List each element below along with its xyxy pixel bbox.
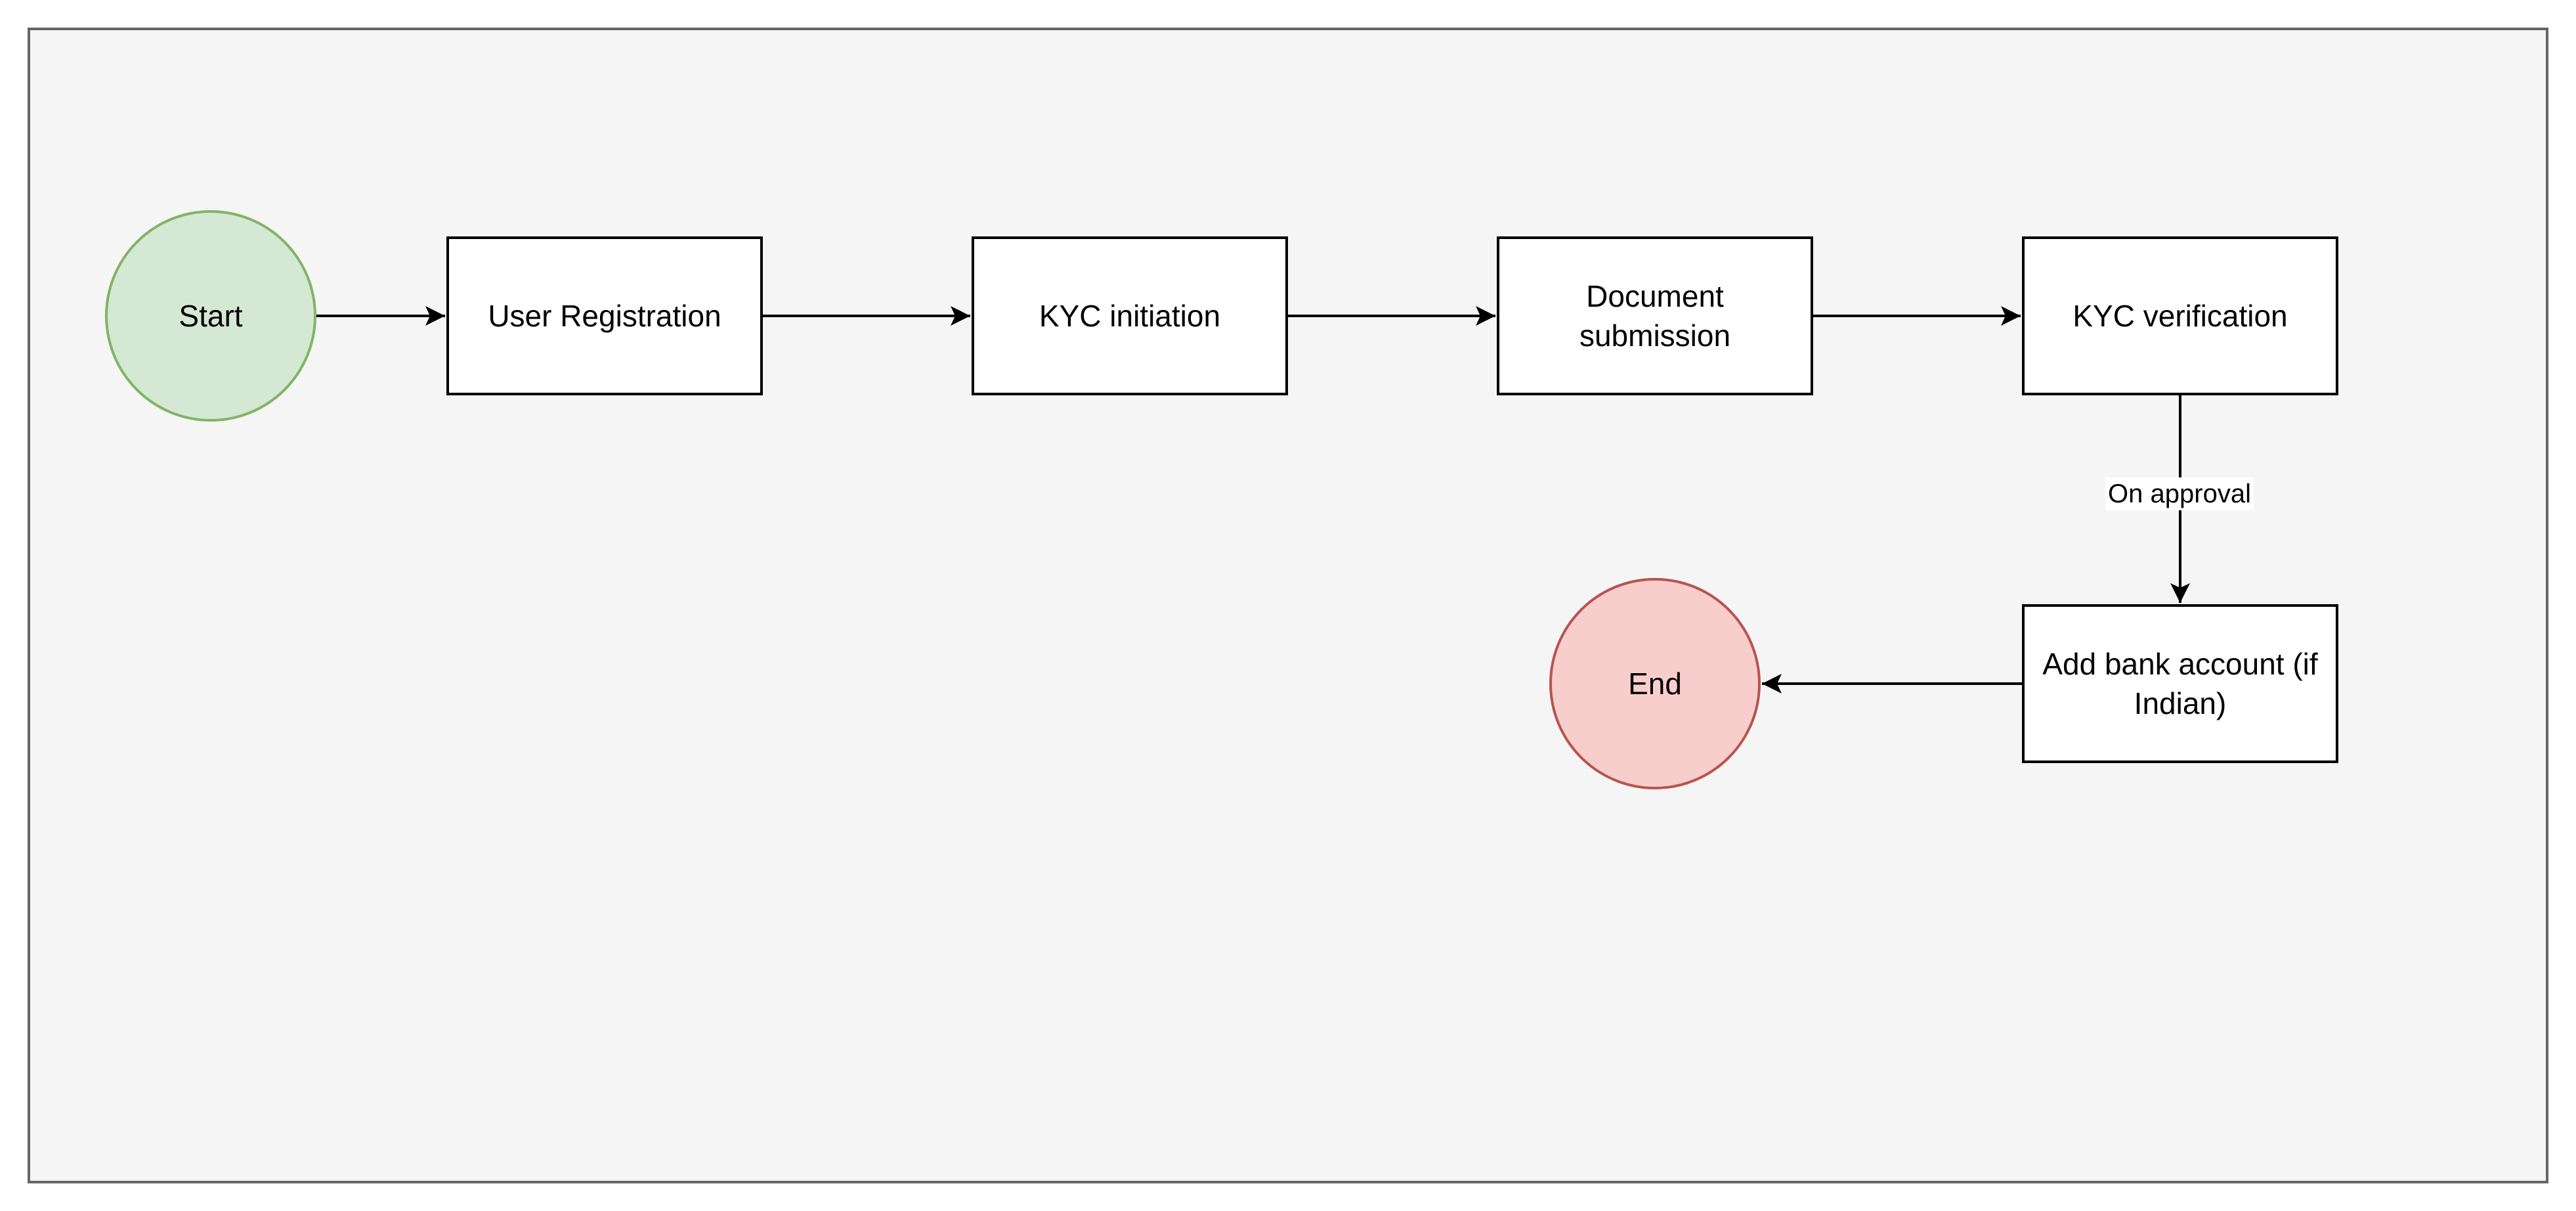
kyc-verification-node[interactable]: KYC verification — [2022, 236, 2338, 395]
kyc-initiation-label: KYC initiation — [1039, 299, 1221, 333]
document-submission-node[interactable]: Document submission — [1497, 236, 1813, 395]
start-node-label: Start — [179, 299, 243, 333]
kyc-initiation-node[interactable]: KYC initiation — [972, 236, 1288, 395]
user-registration-node[interactable]: User Registration — [446, 236, 763, 395]
on-approval-edge-label: On approval — [2105, 477, 2254, 510]
document-submission-label: Document submission — [1579, 279, 1731, 353]
add-bank-account-node[interactable]: Add bank account (if Indian) — [2022, 604, 2338, 763]
start-node[interactable]: Start — [105, 210, 316, 422]
end-node[interactable]: End — [1549, 578, 1761, 789]
end-node-label: End — [1628, 667, 1682, 701]
user-registration-label: User Registration — [488, 299, 721, 333]
add-bank-account-label: Add bank account (if Indian) — [2042, 647, 2318, 720]
kyc-verification-label: KYC verification — [2072, 299, 2288, 333]
